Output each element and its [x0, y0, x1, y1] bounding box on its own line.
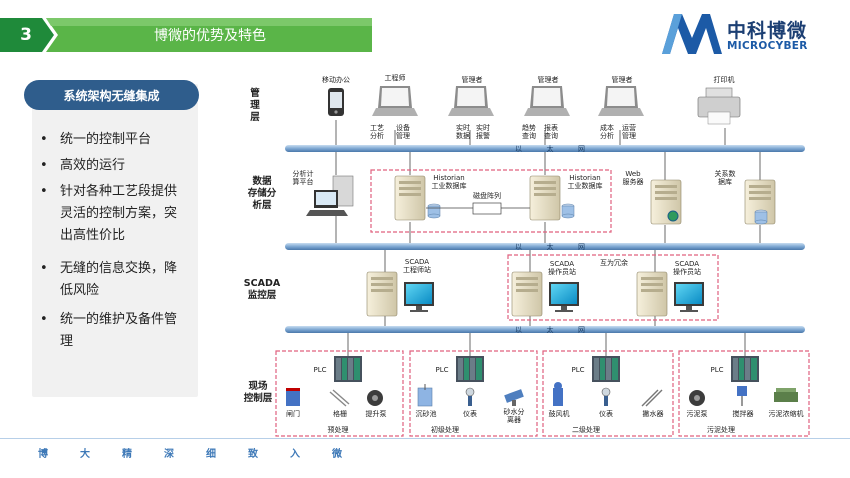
manager-laptop-icon: [448, 86, 494, 116]
grille-icon: [329, 389, 350, 407]
mixer-icon: [737, 386, 747, 406]
sand-separator-icon: [504, 389, 524, 406]
label-analysis-platform: 分析计算平台: [292, 170, 314, 186]
ethernet-label: 以太网: [515, 243, 585, 251]
motto-char: 深: [164, 449, 174, 460]
plc-cabinet-icon: [592, 356, 620, 382]
printer-icon: [697, 87, 741, 125]
scada-server-icon: [511, 271, 543, 317]
feature-item: • 统一的控制平台: [40, 132, 152, 147]
layer-label-storage: 数据存储分析层: [247, 176, 277, 211]
label-plc: PLC: [435, 366, 449, 374]
label-group-name: 污泥处理: [707, 426, 735, 434]
feature-item: • 针对各种工艺段提供 灵活的控制方案，突 出高性价比: [40, 184, 178, 243]
label-group-name: 二级处理: [572, 426, 600, 434]
label-plc: PLC: [313, 366, 327, 374]
label-group-name: 预处理: [327, 426, 349, 434]
instrument-icon: [465, 387, 475, 406]
motto-char: 博: [38, 449, 48, 460]
label-printer: 打印机: [713, 76, 735, 84]
scada-server-icon: [366, 271, 398, 317]
ethernet-bus: [285, 243, 805, 250]
database-icon: [754, 209, 768, 225]
motto-char: 大: [80, 449, 90, 460]
globe-icon: [667, 210, 679, 222]
label-mobile: 移动办公: [322, 76, 350, 84]
lift-pump-icon: [367, 390, 383, 406]
manager-laptop-icon: [598, 86, 644, 116]
label-manager: 管理者: [461, 76, 483, 84]
engineer-laptop-icon: [372, 86, 418, 116]
label-relational-db: 关系数据库: [714, 170, 736, 186]
historian-group-box: [370, 169, 612, 233]
instrument-icon: [601, 387, 611, 406]
label-plc: PLC: [710, 366, 724, 374]
plc-cabinet-icon: [456, 356, 484, 382]
scada-server-icon: [636, 271, 668, 317]
layer-label-management: 管理层: [250, 88, 260, 123]
motto-char: 细: [206, 449, 216, 460]
grit-chamber-icon: [417, 384, 433, 407]
field-group-box: [409, 350, 538, 437]
plc-cabinet-icon: [334, 356, 362, 382]
feature-item: • 统一的维护及备件管 理: [40, 312, 178, 349]
mobile-device-icon: [328, 88, 344, 116]
skimmer-icon: [641, 389, 663, 407]
motto-char: 致: [248, 449, 258, 460]
field-group-box: [275, 350, 404, 437]
label-raid: 磁盘阵列: [473, 192, 501, 200]
footer-divider: [0, 438, 850, 439]
ethernet-label: 以太网: [515, 145, 585, 153]
sludge-pump-icon: [689, 390, 705, 406]
motto-char: 精: [122, 449, 132, 460]
label-plc: PLC: [571, 366, 585, 374]
logo-cn-text: 中科博微: [727, 20, 808, 42]
ethernet-bus: [285, 145, 805, 152]
historian-server-icon: [529, 175, 561, 221]
ethernet-bus: [285, 326, 805, 333]
blower-icon: [553, 382, 563, 406]
sludge-thickener-icon: [774, 388, 798, 402]
label-redundant: 互为冗余: [600, 259, 628, 267]
label-group-name: 初级处理: [431, 426, 459, 434]
ethernet-label: 以太网: [515, 326, 585, 334]
scada-monitor-icon: [674, 282, 704, 312]
database-icon: [427, 203, 441, 219]
database-icon: [561, 203, 575, 219]
gate-icon: [286, 390, 300, 406]
slide-title-bar: [0, 18, 372, 52]
label-manager: 管理者: [537, 76, 559, 84]
manager-laptop-icon: [524, 86, 570, 116]
logo-en-text: MICROCYBER: [727, 40, 808, 52]
field-group-box: [542, 350, 674, 437]
microcyber-logo-icon: [662, 14, 722, 54]
historian-server-icon: [394, 175, 426, 221]
slide-title: 博微的优势及特色: [154, 28, 266, 44]
feature-panel-header: 系统架构无缝集成: [24, 80, 199, 110]
plc-cabinet-icon: [731, 356, 759, 382]
redundant-group-box: [507, 254, 719, 321]
analysis-workstation-icon: [306, 175, 354, 216]
feature-item: • 无缝的信息交换，降 低风险: [40, 261, 178, 298]
feature-panel: [32, 84, 198, 397]
motto-char: 入: [290, 449, 300, 460]
layer-label-field: 现场控制层: [243, 381, 273, 404]
raid-array-icon: [472, 202, 502, 215]
slide-number: 3: [20, 25, 32, 45]
motto-char: 微: [332, 449, 342, 460]
label-manager: 管理者: [611, 76, 633, 84]
label-engineer: 工程师: [384, 74, 406, 82]
feature-item: • 高效的运行: [40, 158, 126, 173]
scada-monitor-icon: [404, 282, 434, 312]
scada-monitor-icon: [549, 282, 579, 312]
field-group-box: [678, 350, 810, 437]
